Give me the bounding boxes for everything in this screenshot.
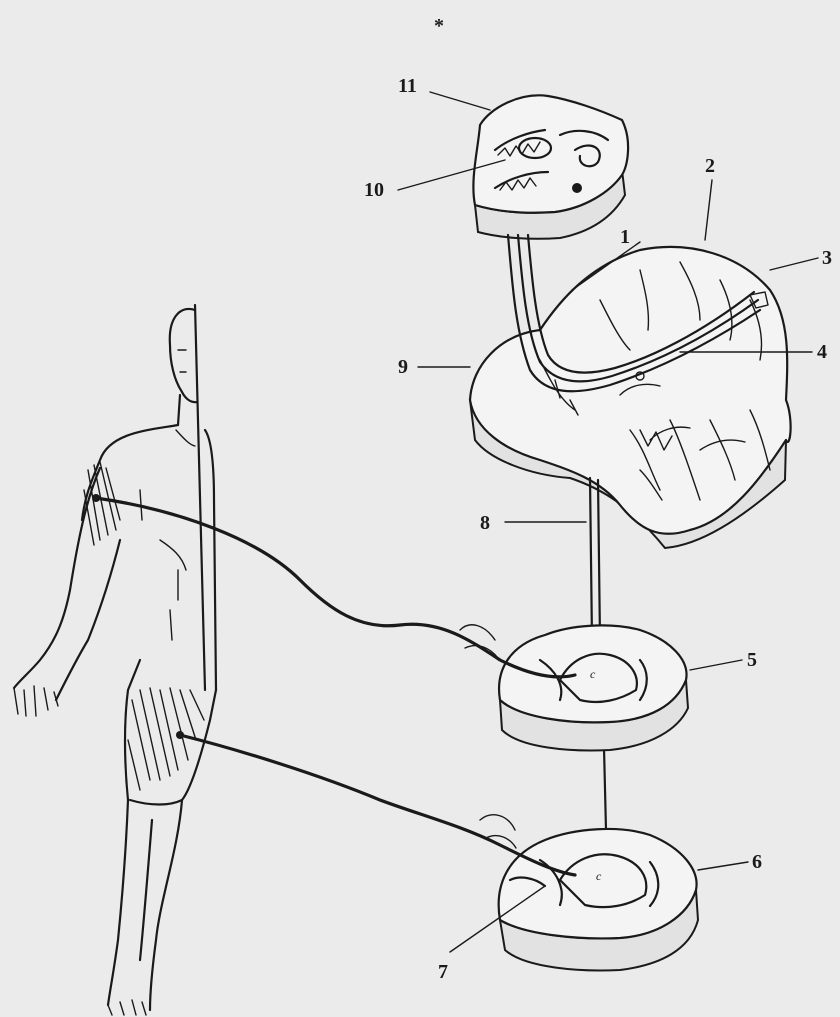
label-10: 10	[364, 179, 384, 201]
gray-matter-mark: c	[590, 667, 596, 681]
spinal-section-upper: c	[499, 625, 688, 750]
label-9: 9	[398, 356, 408, 378]
cerebellum-section	[470, 247, 791, 548]
label-11: 11	[398, 75, 417, 97]
label-7: 7	[438, 961, 448, 983]
label-4: 4	[817, 341, 827, 363]
human-figure	[14, 305, 216, 1015]
label-8: 8	[480, 512, 490, 534]
brainstem-section	[473, 95, 628, 238]
leader-lines	[398, 92, 818, 952]
label-5: 5	[747, 649, 757, 671]
gray-matter-mark: c	[596, 869, 602, 883]
label-6: 6	[752, 851, 762, 873]
label-2: 2	[705, 155, 715, 177]
label-1: 1	[620, 226, 630, 248]
top-mark: *	[434, 15, 444, 37]
label-3: 3	[822, 247, 832, 269]
spinal-section-lower: c	[499, 829, 698, 970]
